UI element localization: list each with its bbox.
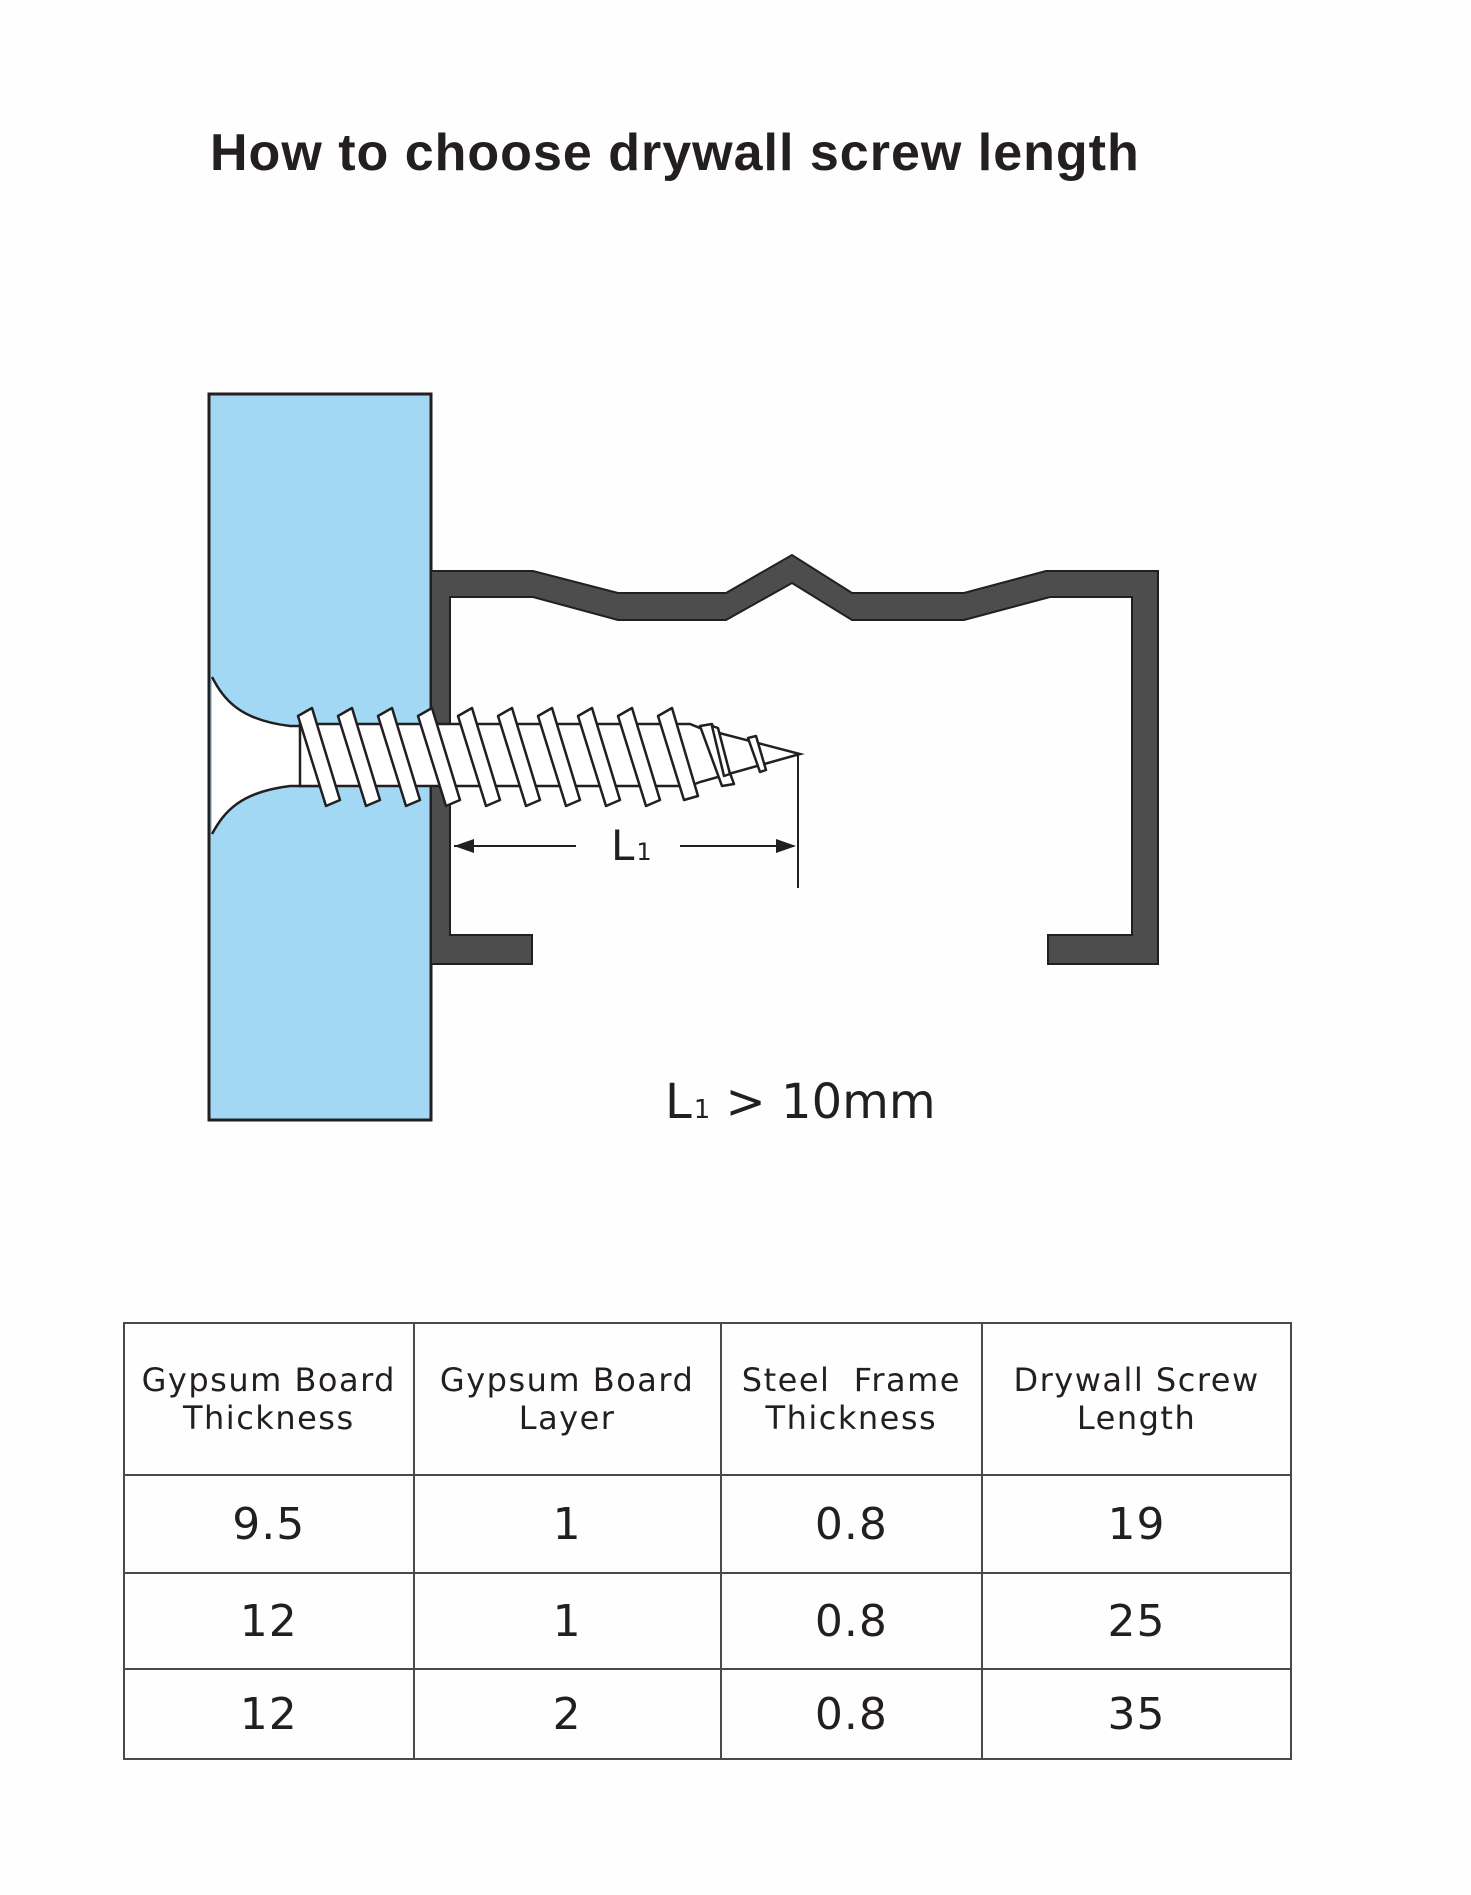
table-row: 12 1 0.8 25 (123, 1572, 1292, 1670)
steel-frame (430, 553, 1159, 965)
cell-frame-thickness: 0.8 (719, 1668, 984, 1760)
cell-frame-thickness: 0.8 (719, 1474, 984, 1574)
cell-board-thickness: 12 (123, 1572, 415, 1670)
screw-threads (296, 706, 768, 808)
screw-diagram: L1 L1 > 10mm (207, 392, 1159, 1130)
cell-frame-thickness: 0.8 (719, 1572, 984, 1670)
page-title: How to choose drywall screw length (210, 124, 1140, 182)
table-row: 12 2 0.8 35 (123, 1668, 1292, 1760)
cell-screw-length: 19 (981, 1474, 1292, 1574)
header-steel-frame-thickness: Steel Frame Thickness (719, 1322, 984, 1476)
header-gypsum-board-layer: Gypsum Board Layer (412, 1322, 722, 1476)
dimension-l1 (454, 754, 799, 888)
dimension-label: L1 (611, 821, 652, 870)
cell-board-layer: 1 (412, 1572, 722, 1670)
header-drywall-screw-length: Drywall Screw Length (981, 1322, 1292, 1476)
table-header-row: Gypsum Board Thickness Gypsum Board Laye… (123, 1322, 1292, 1476)
table-row: 9.5 1 0.8 19 (123, 1474, 1292, 1574)
length-rule: L1 > 10mm (665, 1074, 936, 1130)
screw-length-table: Gypsum Board Thickness Gypsum Board Laye… (123, 1322, 1292, 1760)
cell-screw-length: 35 (981, 1668, 1292, 1760)
cell-board-layer: 2 (412, 1668, 722, 1760)
cell-board-thickness: 9.5 (123, 1474, 415, 1574)
cell-board-thickness: 12 (123, 1668, 415, 1760)
cell-screw-length: 25 (981, 1572, 1292, 1670)
cell-board-layer: 1 (412, 1474, 722, 1574)
header-gypsum-board-thickness: Gypsum Board Thickness (123, 1322, 415, 1476)
